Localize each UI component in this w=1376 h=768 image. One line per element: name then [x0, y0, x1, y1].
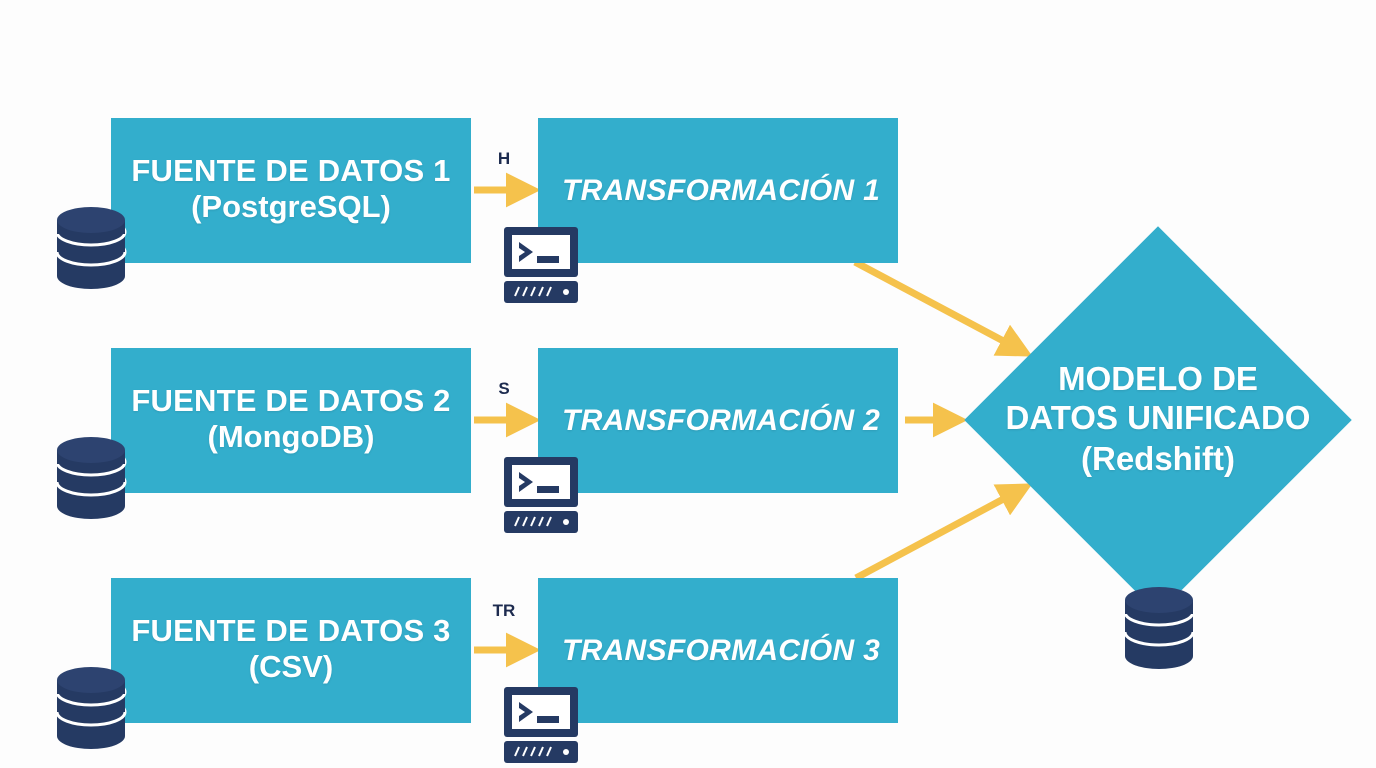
transform-node-3[interactable]: TRANSFORMACIÓN 3 [538, 578, 898, 723]
terminal-server-icon [504, 687, 578, 763]
transform-node-1[interactable]: TRANSFORMACIÓN 1 [538, 118, 898, 263]
source-node-3-title: FUENTE DE DATOS 3 [131, 612, 451, 648]
source-node-2[interactable]: FUENTE DE DATOS 2 (MongoDB) [111, 348, 471, 493]
connector-transform1-target [853, 258, 1033, 357]
source-node-3-subtitle: (CSV) [248, 649, 334, 685]
edge-label-1: H [497, 149, 511, 168]
transform-node-1-title: TRANSFORMACIÓN 1 [562, 173, 881, 207]
database-cylinder-icon [55, 437, 127, 519]
source-node-3[interactable]: FUENTE DE DATOS 3 (CSV) [111, 578, 471, 723]
terminal-server-icon [504, 227, 578, 303]
transform-node-3-title: TRANSFORMACIÓN 3 [562, 633, 881, 667]
source-node-2-subtitle: (MongoDB) [207, 419, 375, 455]
edge-label-3: TR [492, 601, 516, 620]
database-cylinder-icon [55, 207, 127, 289]
source-node-1-subtitle: (PostgreSQL) [191, 189, 391, 225]
edge-label-2: S [498, 379, 510, 398]
target-line-1: MODELO DE [1058, 360, 1258, 398]
target-line-2: DATOS UNIFICADO [1005, 399, 1311, 437]
source-node-2-title: FUENTE DE DATOS 2 [131, 382, 451, 418]
connector-transform3-target [854, 483, 1033, 582]
target-line-3: (Redshift) [1081, 439, 1235, 477]
transform-node-2-title: TRANSFORMACIÓN 2 [562, 403, 881, 437]
target-node-label: MODELO DE DATOS UNIFICADO (Redshift) [958, 348, 1358, 493]
database-cylinder-icon [55, 667, 127, 749]
source-node-1[interactable]: FUENTE DE DATOS 1 (PostgreSQL) [111, 118, 471, 263]
transform-node-2[interactable]: TRANSFORMACIÓN 2 [538, 348, 898, 493]
terminal-server-icon [504, 457, 578, 533]
database-cylinder-icon [1123, 587, 1195, 669]
source-node-1-title: FUENTE DE DATOS 1 [131, 152, 451, 188]
